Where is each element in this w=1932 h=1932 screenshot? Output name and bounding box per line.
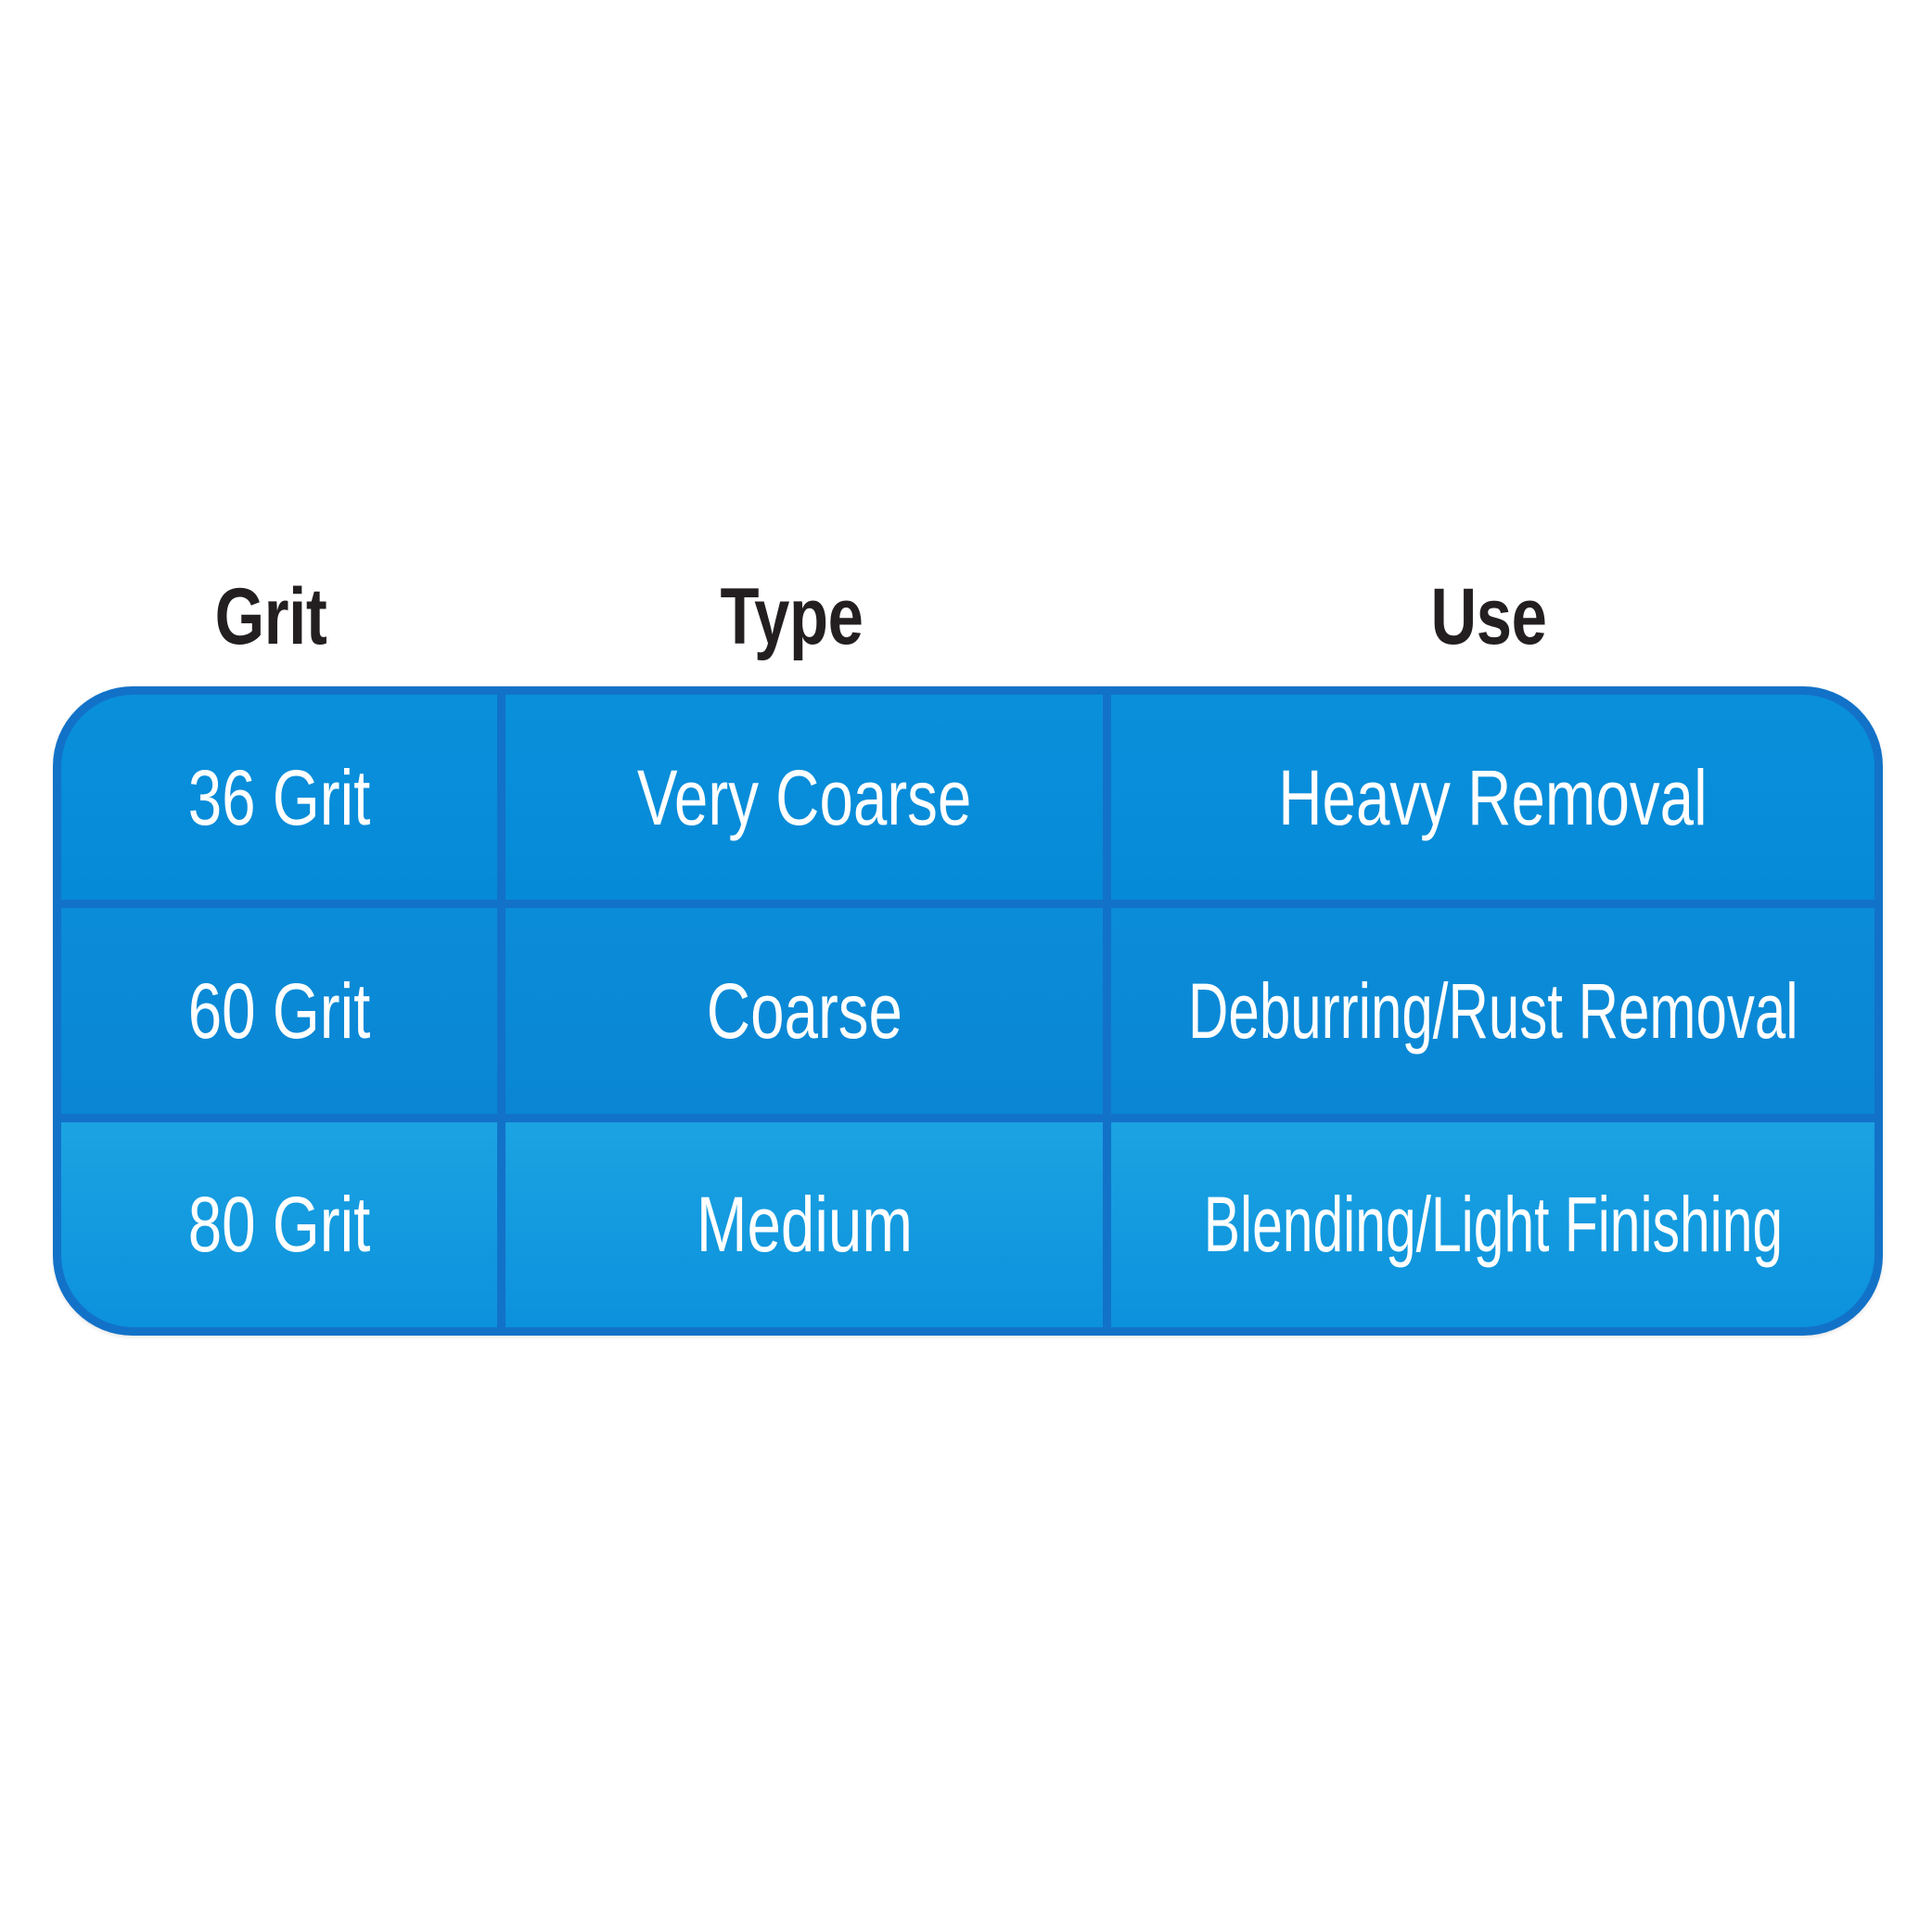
column-header-type: Type bbox=[720, 572, 864, 661]
grit-reference-table: 36 Grit Very Coarse Heavy Removal 60 Gri… bbox=[53, 686, 1883, 1336]
table-column-headers: Grit Type Use bbox=[53, 557, 1883, 677]
cell-use-text: Heavy Removal bbox=[1278, 753, 1708, 841]
cell-type-text: Coarse bbox=[706, 966, 902, 1055]
table-row: 36 Grit Very Coarse Heavy Removal bbox=[61, 695, 1874, 901]
cell-use: Heavy Removal bbox=[1103, 695, 1874, 901]
cell-grit: 60 Grit bbox=[61, 908, 497, 1113]
cell-type: Medium bbox=[497, 1121, 1103, 1327]
cell-use: Blending/Light Finishing bbox=[1103, 1121, 1874, 1327]
cell-grit: 36 Grit bbox=[61, 695, 497, 900]
cell-grit-text: 36 Grit bbox=[187, 753, 371, 841]
cell-type-text: Medium bbox=[696, 1181, 913, 1269]
cell-type: Coarse bbox=[497, 908, 1103, 1114]
cell-type-text: Very Coarse bbox=[636, 753, 972, 841]
column-header-use: Use bbox=[1430, 572, 1547, 661]
table-body: 36 Grit Very Coarse Heavy Removal 60 Gri… bbox=[61, 695, 1874, 1327]
cell-grit: 80 Grit bbox=[61, 1122, 497, 1327]
cell-use-text: Deburring/Rust Removal bbox=[1187, 966, 1798, 1055]
cell-grit-text: 80 Grit bbox=[187, 1181, 371, 1269]
column-header-grit: Grit bbox=[214, 572, 327, 661]
table-row: 80 Grit Medium Blending/Light Finishing bbox=[61, 1113, 1874, 1327]
cell-grit-text: 60 Grit bbox=[187, 966, 371, 1055]
table-row: 60 Grit Coarse Deburring/Rust Removal bbox=[61, 900, 1874, 1114]
cell-use: Deburring/Rust Removal bbox=[1103, 908, 1874, 1114]
cell-use-text: Blending/Light Finishing bbox=[1203, 1181, 1783, 1269]
cell-type: Very Coarse bbox=[497, 695, 1103, 901]
